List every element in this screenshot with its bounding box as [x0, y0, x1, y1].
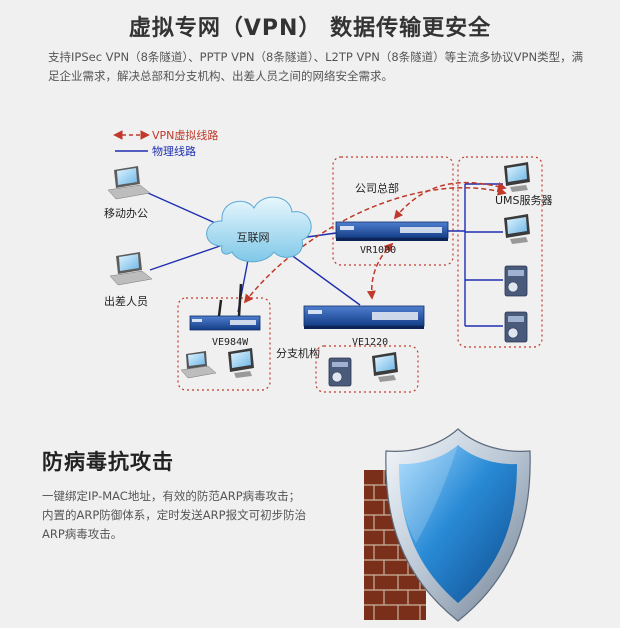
shield-icon [385, 428, 531, 622]
ve984w-group-box [177, 297, 271, 391]
headquarters-group-box [332, 156, 454, 266]
link-traveler-internet [149, 245, 221, 271]
vpn-description: 支持IPSec VPN（8条隧道）、PPTP VPN（8条隧道）、L2TP VP… [48, 50, 584, 83]
mobile-office-laptop-icon: 移动办公 [104, 166, 151, 220]
branch-label: 分支机构 [276, 346, 320, 360]
ums-server-label: UMS服务器 [495, 194, 553, 207]
antivirus-line-2: 内置的ARP防御体系，定时发送ARP报文可初步防治 [42, 508, 307, 522]
pc-monitor-icon [504, 162, 530, 192]
vr1000-label: VR1000 [360, 245, 396, 256]
vr1000-router-icon: VR1000 [335, 221, 449, 256]
link-internet-ve1220 [289, 253, 361, 306]
vpn-network-diagram: VPN虚拟线路 物理线路 [104, 128, 553, 393]
antivirus-line-3: ARP病毒攻击。 [42, 527, 123, 541]
physical-links [147, 183, 503, 327]
headquarters-label: 公司总部 [355, 181, 399, 195]
business-traveler-laptop-icon: 出差人员 [104, 252, 153, 308]
legend-physical-label: 物理线路 [152, 144, 196, 158]
pc-monitor-icon [504, 214, 530, 244]
mobile-office-label: 移动办公 [104, 207, 148, 220]
ve1220-router-icon: VE1220 [303, 305, 425, 348]
legend-vpn-label: VPN虚拟线路 [152, 128, 218, 142]
ve1220-label: VE1220 [352, 337, 388, 348]
servers-group-box [457, 156, 543, 348]
ve984w-router-icon: VE984W [189, 283, 261, 348]
shield-firewall-illustration [364, 428, 531, 622]
internet-cloud-icon: 互联网 [206, 196, 312, 263]
pc-monitor-icon [228, 348, 254, 378]
link-mobile-internet [147, 192, 223, 227]
internet-label: 互联网 [237, 231, 270, 244]
section-heading-antivirus: 防病毒抗攻击 [42, 450, 174, 474]
vpn-tunnel-ve984w-ums [243, 186, 507, 304]
server-tower-icon [504, 311, 528, 343]
page-title: 虚拟专网（VPN） 数据传输更安全 [128, 16, 492, 41]
business-traveler-label: 出差人员 [104, 294, 148, 308]
server-tower-icon [504, 265, 528, 297]
pc-monitor-icon [372, 352, 398, 382]
antivirus-line-1: 一键绑定IP-MAC地址，有效的防范ARP病毒攻击； [42, 489, 301, 503]
vpn-tunnels [243, 181, 507, 304]
legend: VPN虚拟线路 物理线路 [113, 128, 218, 158]
ve984w-label: VE984W [212, 337, 249, 348]
laptop-icon [180, 351, 217, 379]
server-tower-icon [328, 357, 352, 387]
